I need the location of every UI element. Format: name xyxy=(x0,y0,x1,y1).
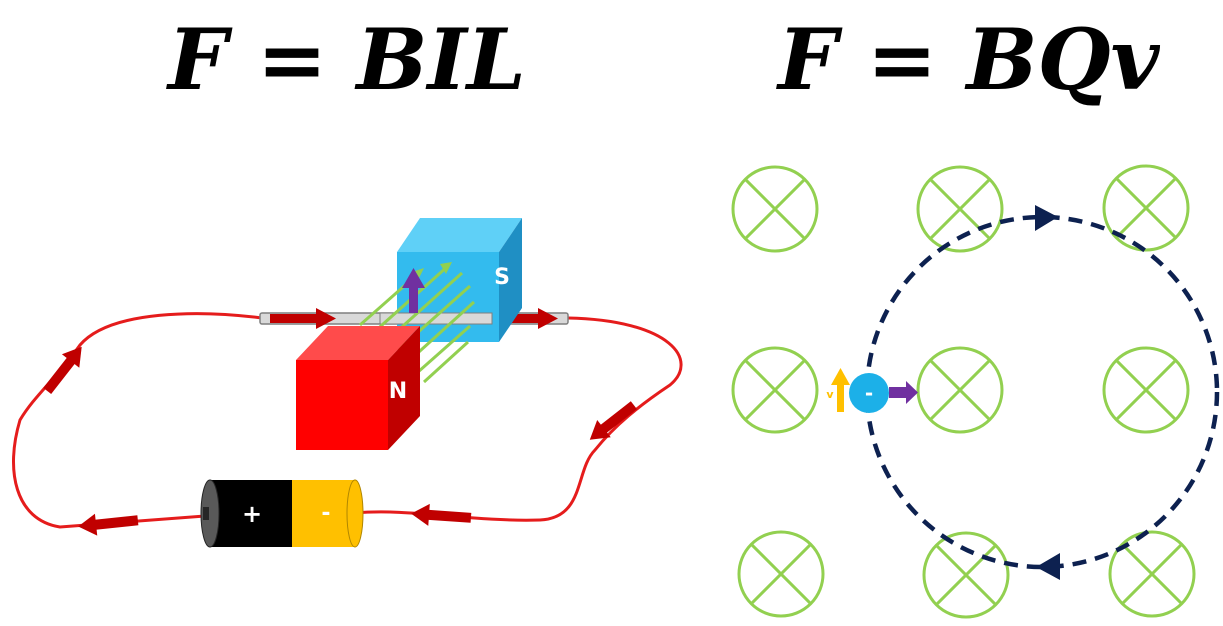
formula-force-on-charge: F = BQv xyxy=(778,10,1160,109)
rod-overlay xyxy=(379,312,493,325)
orbit-arrow-top xyxy=(1035,205,1058,231)
field-into-page-icon xyxy=(916,346,1004,434)
field-into-page-icon xyxy=(1108,530,1196,618)
formula-force-on-wire: F = BIL xyxy=(168,10,526,109)
force-arrow-wire xyxy=(402,268,425,313)
current-arrow-rod-right xyxy=(492,308,558,329)
field-into-page-icon xyxy=(1102,346,1190,434)
current-arrow-wire-right xyxy=(589,401,637,440)
current-arrow-wire-bottom-left xyxy=(78,513,139,536)
force-arrow-charge xyxy=(889,381,918,404)
battery-positive-label: + xyxy=(242,500,262,528)
field-into-page-icon xyxy=(731,346,819,434)
south-pole-label: S xyxy=(494,265,510,290)
field-into-page-icon xyxy=(1102,164,1190,252)
velocity-label: v xyxy=(826,388,834,401)
wire-circuit xyxy=(12,308,683,536)
battery-negative-label: - xyxy=(321,501,330,526)
current-arrow-wire-bottom-right xyxy=(411,503,472,526)
current-arrow-wire-left xyxy=(43,346,82,394)
circular-orbit xyxy=(864,205,1220,580)
velocity-arrow: v xyxy=(826,368,850,412)
field-into-page-icon xyxy=(731,165,819,253)
orbit-arrow-bottom xyxy=(1036,553,1060,580)
battery: + - xyxy=(200,479,364,548)
charge-label: - xyxy=(865,381,873,405)
north-pole-label: N xyxy=(389,379,407,404)
current-arrow-rod-left xyxy=(270,308,336,329)
field-into-page-icon xyxy=(922,531,1010,619)
field-into-page-grid xyxy=(731,164,1196,619)
negative-charge: - xyxy=(849,373,889,413)
magnet-north: N xyxy=(296,326,420,450)
field-into-page-icon xyxy=(737,530,825,618)
